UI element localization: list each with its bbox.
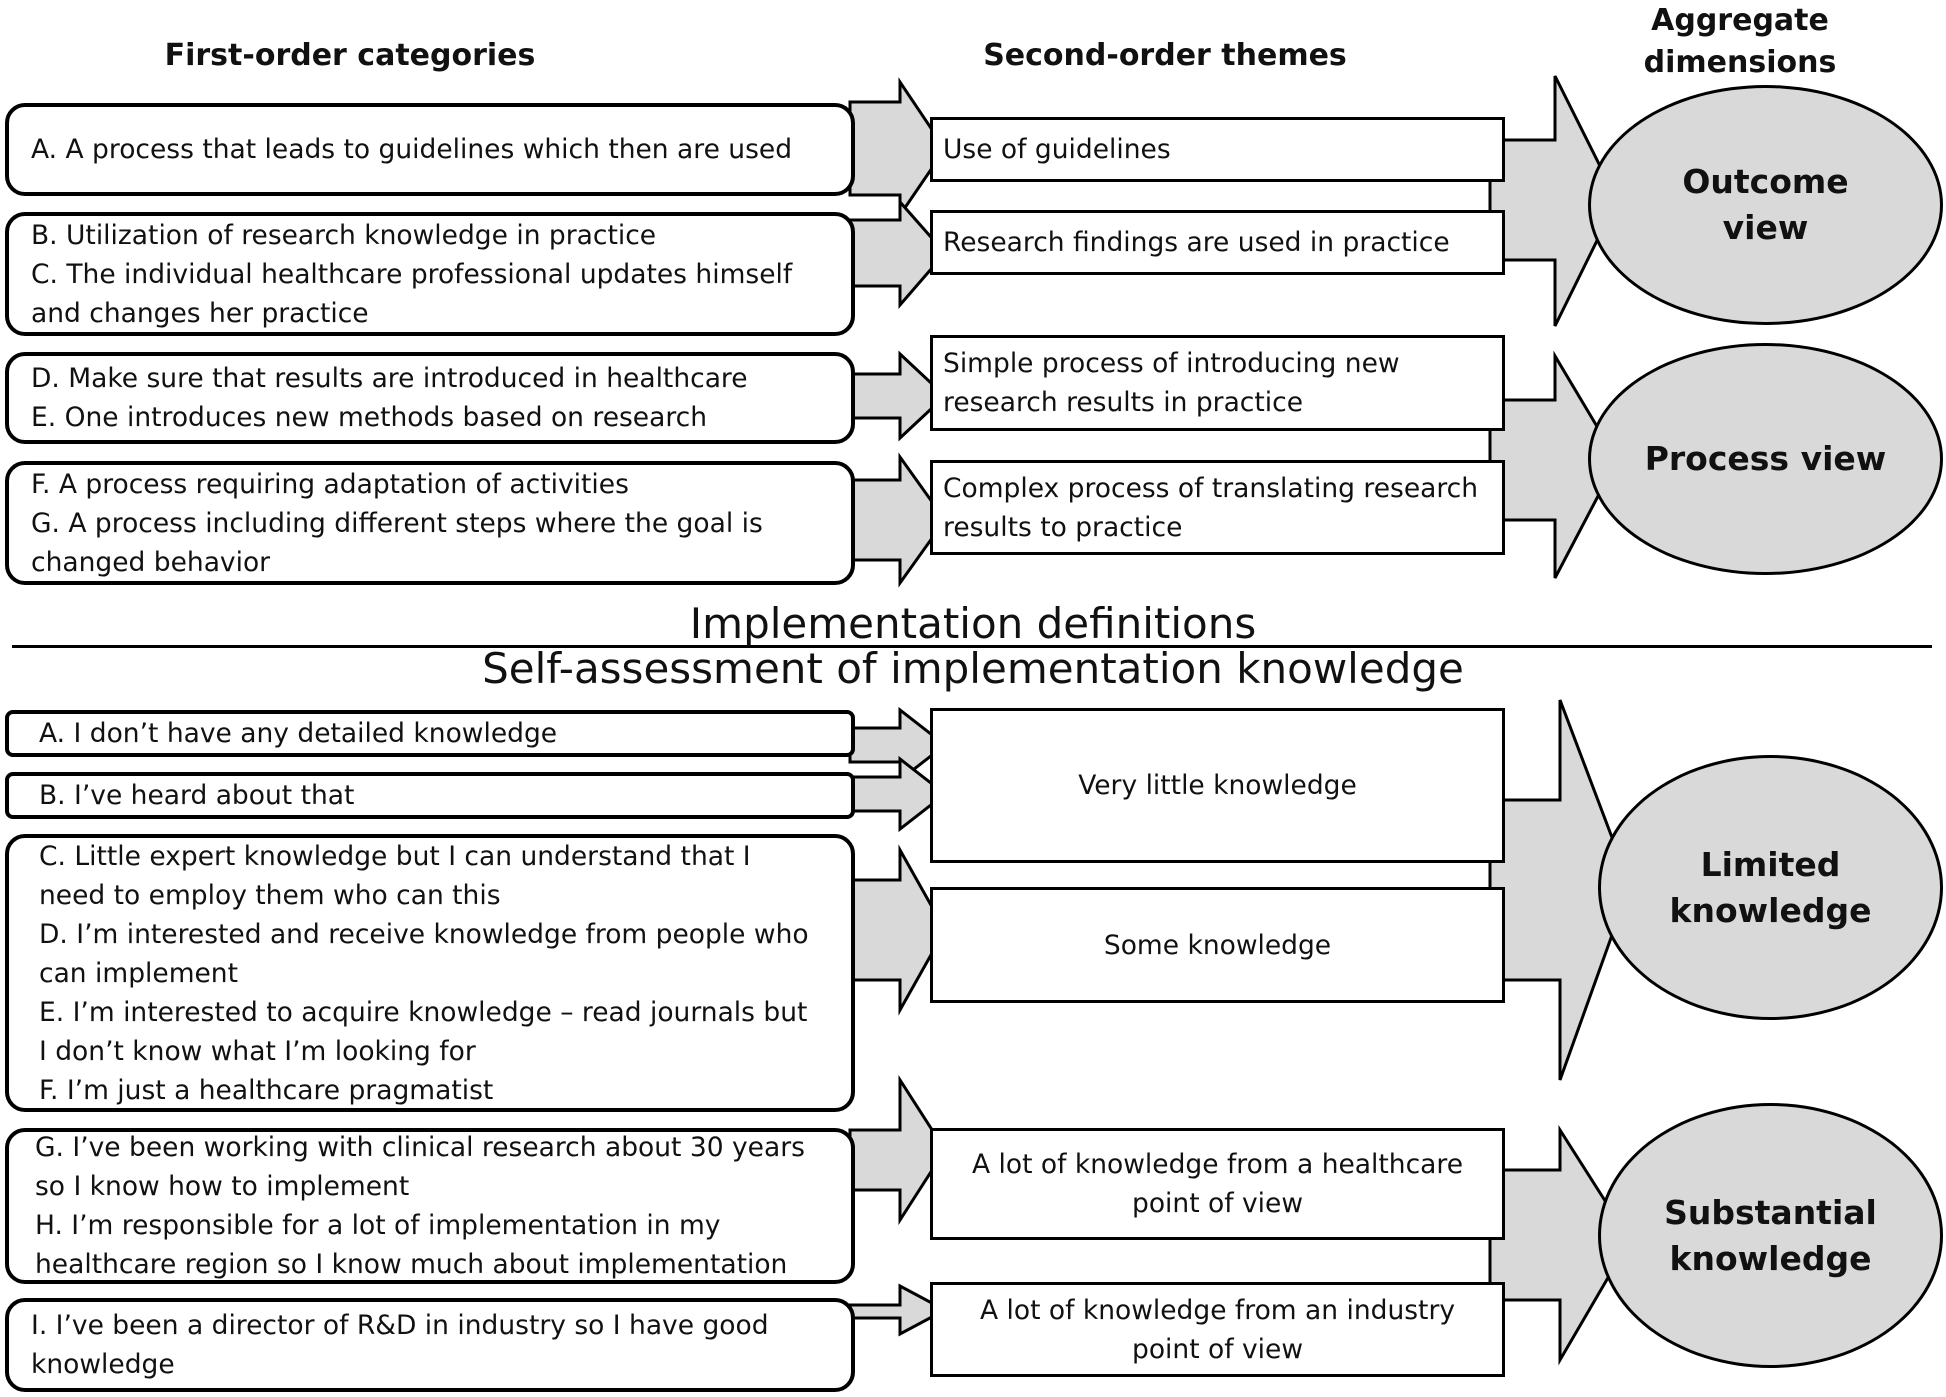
category-line: E. One introduces new methods based on r… <box>31 402 708 433</box>
category-line: A. A process that leads to guidelines wh… <box>31 134 793 165</box>
arrow-cat-a <box>848 77 947 220</box>
category-box: I. I’ve been a director of R&D in indust… <box>5 1298 855 1392</box>
category-line: so I know how to implement <box>35 1171 410 1202</box>
theme-line: results to practice <box>943 511 1183 543</box>
category-line: D. Make sure that results are introduced… <box>31 363 748 394</box>
theme-box: Complex process of translating research … <box>930 460 1505 555</box>
header-second-order: Second-order themes <box>983 38 1347 73</box>
category-box: D. Make sure that results are introduced… <box>5 352 855 444</box>
section-title-self-assessment: Self-assessment of implementation knowle… <box>482 644 1464 693</box>
theme-box: Use of guidelines <box>930 117 1505 182</box>
theme-line: Complex process of translating research <box>943 472 1479 504</box>
category-line: can implement <box>39 957 238 989</box>
category-box: C. Little expert knowledge but I can und… <box>5 834 855 1112</box>
arrow-cat-de <box>848 350 948 442</box>
category-line: C. The individual healthcare professiona… <box>31 258 793 290</box>
category-line: healthcare region so I know much about i… <box>35 1249 788 1280</box>
category-box: F. A process requiring adaptation of act… <box>5 461 855 585</box>
theme-box: A lot of knowledge from a healthcare poi… <box>930 1128 1505 1240</box>
category-line: E. I’m interested to acquire knowledge –… <box>39 996 808 1028</box>
category-line: C. Little expert knowledge but I can und… <box>39 840 751 872</box>
category-line: G. A process including different steps w… <box>31 507 763 539</box>
theme-line: A lot of knowledge from an industry <box>979 1294 1456 1326</box>
category-line: D. I’m interested and receive knowledge … <box>39 918 809 950</box>
category-line: and changes her practice <box>31 297 369 329</box>
theme-line: Very little knowledge <box>1078 770 1357 801</box>
theme-line: Some knowledge <box>1103 929 1332 961</box>
dimension-outcome-view: Outcome view <box>1588 85 1943 325</box>
category-line: A. I don’t have any detailed knowledge <box>39 718 558 749</box>
category-line: B. Utilization of research knowledge in … <box>31 219 657 251</box>
category-line: F. I’m just a healthcare pragmatist <box>39 1074 494 1106</box>
category-line: need to employ them who can this <box>39 879 501 911</box>
category-line: knowledge <box>31 1349 175 1380</box>
theme-box: Some knowledge <box>930 887 1505 1003</box>
arrow-cat-bc <box>848 198 947 310</box>
theme-line: A lot of knowledge from a healthcare <box>971 1149 1464 1180</box>
header-aggregate: Aggregate dimensions <box>1643 3 1837 80</box>
theme-box: A lot of knowledge from an industry poin… <box>930 1282 1505 1377</box>
arrow-cat-a2 <box>848 706 948 784</box>
category-line: G. I’ve been working with clinical resea… <box>35 1132 805 1163</box>
theme-box: Research findings are used in practice <box>930 210 1505 275</box>
category-line: I. I’ve been a director of R&D in indust… <box>31 1310 769 1341</box>
section-title-definitions: Implementation definitions <box>689 599 1257 648</box>
theme-line: research results in practice <box>943 387 1304 418</box>
theme-line: point of view <box>1132 1333 1303 1365</box>
theme-line: Use of guidelines <box>943 134 1171 165</box>
category-box: G. I’ve been working with clinical resea… <box>5 1128 855 1284</box>
theme-box: Very little knowledge <box>930 708 1505 863</box>
category-box: B. I’ve heard about that <box>5 772 855 819</box>
arrow-cat-gh <box>848 1074 947 1226</box>
dimension-substantial-knowledge: Substantial knowledge <box>1598 1103 1943 1368</box>
header-first-order: First-order categories <box>164 38 536 73</box>
category-box: A. I don’t have any detailed knowledge <box>5 710 855 757</box>
category-box: A. A process that leads to guidelines wh… <box>5 103 855 196</box>
dimension-process-view: Process view <box>1588 343 1943 575</box>
theme-box: Simple process of introducing new resear… <box>930 335 1505 431</box>
section-divider <box>12 645 1932 648</box>
arrow-cat-fg <box>848 452 947 588</box>
theme-line: Simple process of introducing new <box>943 348 1400 379</box>
category-box: B. Utilization of research knowledge in … <box>5 212 855 336</box>
category-line: B. I’ve heard about that <box>39 780 355 811</box>
category-line: H. I’m responsible for a lot of implemen… <box>35 1210 721 1241</box>
arrow-cat-cf <box>848 844 947 1016</box>
arrow-cat-b2 <box>848 755 948 833</box>
dimension-limited-knowledge: Limited knowledge <box>1598 755 1943 1020</box>
category-line: F. A process requiring adaptation of act… <box>31 468 629 500</box>
category-line: I don’t know what I’m looking for <box>39 1035 476 1067</box>
theme-line: point of view <box>1132 1188 1303 1219</box>
category-line: changed behavior <box>31 546 271 578</box>
arrow-cat-i <box>848 1283 949 1337</box>
theme-line: Research findings are used in practice <box>943 227 1450 258</box>
